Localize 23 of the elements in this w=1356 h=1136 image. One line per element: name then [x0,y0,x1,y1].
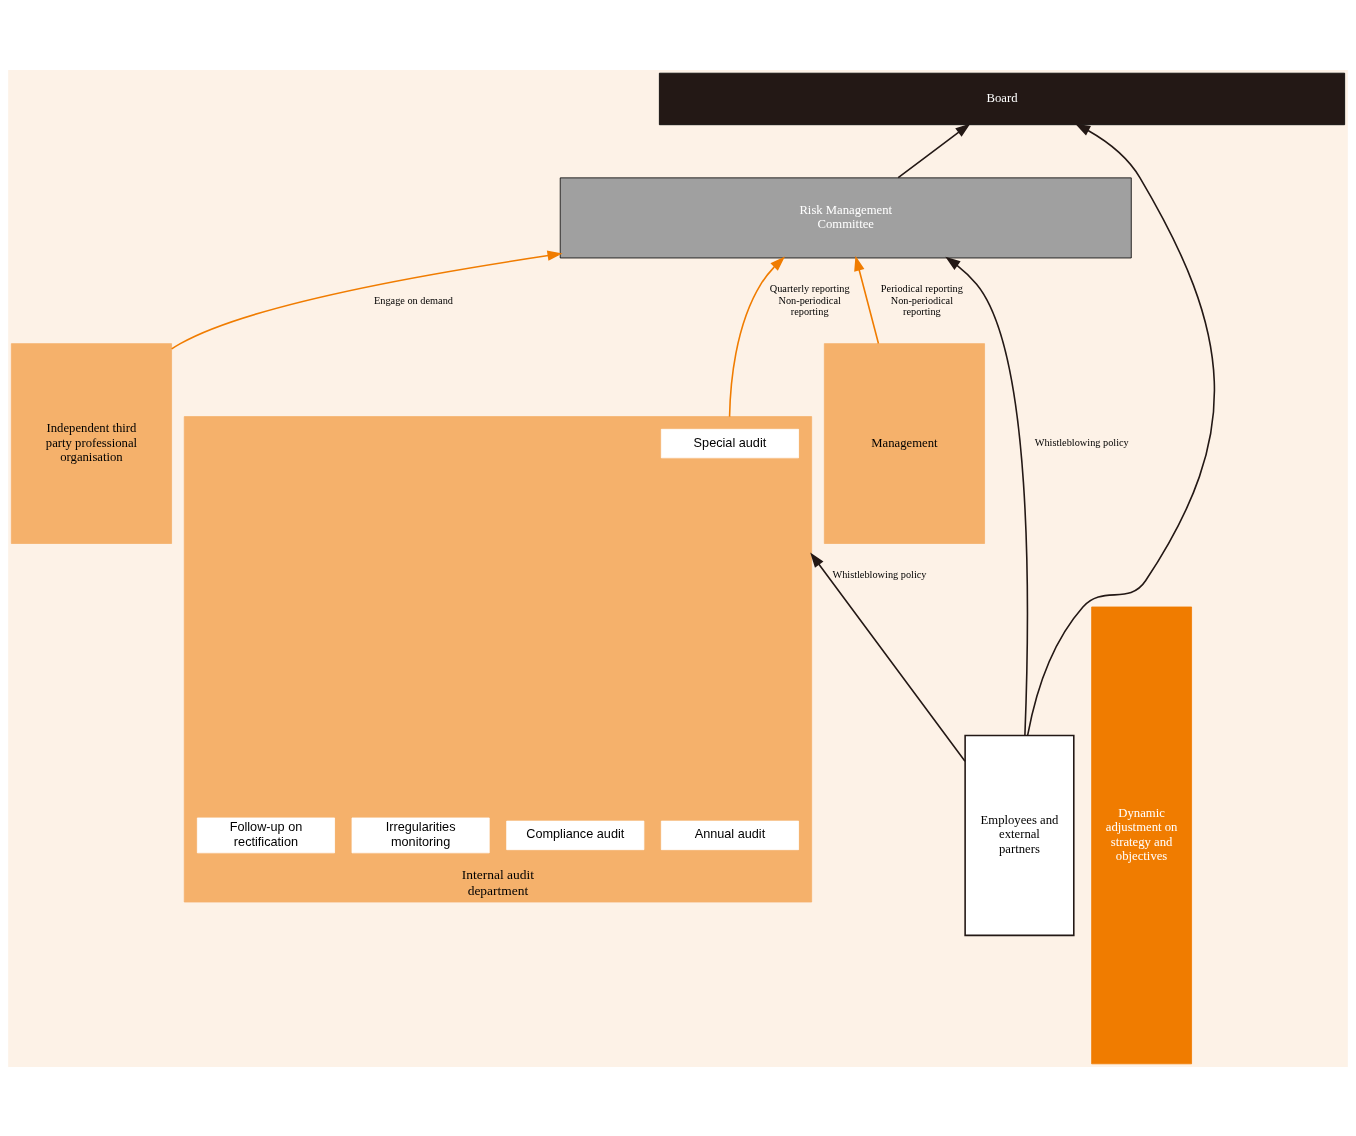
node-box: Special audit [660,428,799,458]
node-box: Dynamic adjustment on strategy and objectives [1091,606,1192,1064]
node-box: Risk Management Committee [559,176,1132,258]
arrow [728,255,785,417]
node-box: Independent third party professional organisation [10,342,172,544]
node-box: Irregularities monitoring [351,817,490,853]
arrow [1026,123,1216,736]
node-box: Annual audit [660,820,799,850]
arrow [170,249,563,350]
arrow [810,552,966,762]
edge-label: Quarterly reporting Non-periodical reporting [769,282,850,317]
edge-label: Engage on demand [374,294,453,306]
edge-label: Periodical reporting Non-periodical reporting [880,282,963,317]
arrow [897,122,971,178]
node-box: Board [658,72,1346,125]
node-box: Management [823,342,985,544]
arrow [945,256,1029,736]
edge-label: Whistleblowing policy [832,568,927,580]
node-box: Employees and external partners [964,734,1075,936]
arrow [854,255,880,344]
node-box: Compliance audit [506,820,645,850]
node-box: Follow-up on rectification [196,817,335,853]
edge-label: Whistleblowing policy [1034,436,1129,448]
